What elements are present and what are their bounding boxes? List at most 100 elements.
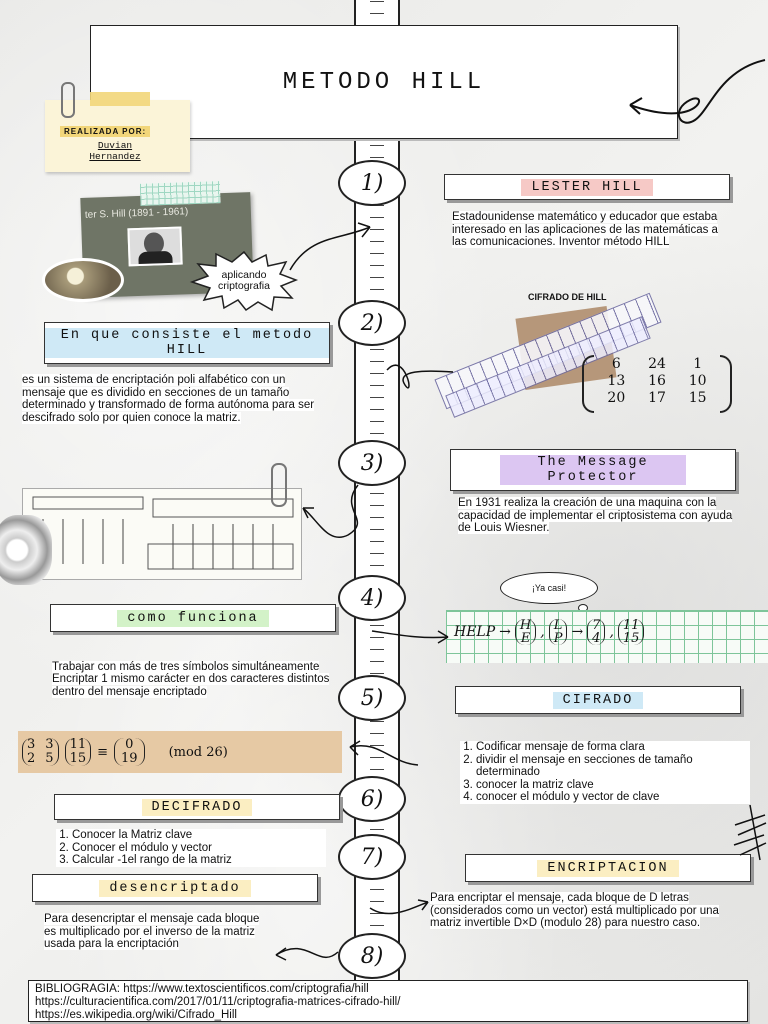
section-heading: LESTER HILL — [521, 178, 653, 196]
s6-list: Conocer la Matriz clave Conocer el módul… — [56, 829, 326, 867]
section-cifrado: CIFRADO — [455, 686, 741, 714]
s1-paragraph: Estadounidense matemático y educador que… — [452, 211, 718, 248]
step-number-6: 6) — [338, 776, 406, 822]
s5-list: Codificar mensaje de forma clara dividir… — [460, 741, 750, 804]
section-como-funciona: como funciona — [50, 604, 336, 632]
matrix-cell: 17 — [648, 390, 666, 406]
grid-tape — [139, 181, 221, 206]
arrow-to-encriptacion — [369, 899, 429, 915]
section-encriptacion: ENCRIPTACION — [465, 854, 751, 882]
arrow-to-bubble — [289, 222, 371, 271]
step-number-5: 5) — [338, 675, 406, 721]
section-desencriptado: desencriptado — [32, 874, 318, 902]
paperclip-icon — [61, 82, 75, 118]
section-heading: En que consiste el metodo HILL — [45, 328, 329, 358]
scribble-decoration — [733, 804, 767, 861]
matrix-cell: 6 — [611, 356, 621, 372]
curl-arrow-title — [629, 59, 766, 124]
key-matrix: 6 24 1 13 16 10 20 17 15 — [582, 355, 732, 413]
thought-text: ¡Ya casi! — [531, 583, 567, 593]
s7-paragraph: Para encriptar el mensaje, cada bloque d… — [430, 892, 719, 929]
matrix-cell: 15 — [688, 390, 707, 406]
bibliography-box: BIBLIOGRAGIA: https://www.textoscientifi… — [28, 980, 748, 1022]
matrix-cell: 24 — [648, 356, 666, 372]
matrix-cell: 10 — [688, 373, 707, 389]
matrix-cell: 16 — [648, 373, 666, 389]
matrix-cell: 1 — [693, 356, 703, 372]
biblio-line: https://es.wikipedia.org/wiki/Cifrado_Hi… — [35, 1009, 237, 1021]
section-decifrado: DECIFRADO — [54, 794, 340, 820]
s1-text: Estadounidense matemático y educador que… — [452, 211, 722, 249]
flower-image — [42, 258, 124, 302]
arrow-to-desencriptado — [275, 947, 339, 961]
squiggle-connector — [386, 364, 454, 389]
title-box: METODO HILL — [90, 25, 678, 139]
list-item: Conocer la Matriz clave — [72, 829, 326, 842]
arrow-from-list — [349, 740, 419, 766]
step-number-1: 1) — [338, 160, 406, 206]
section-message-protector: The Message Protector — [450, 449, 736, 491]
step-number-7: 7) — [338, 834, 406, 880]
section-heading: DECIFRADO — [141, 798, 253, 816]
help-word: HELP — [454, 624, 496, 640]
biblio-line: BIBLIOGRAGIA: https://www.textoscientifi… — [35, 983, 369, 995]
step-number-4: 4) — [338, 575, 406, 621]
tape — [90, 92, 150, 106]
s8-paragraph: Para desencriptar el mensaje cada bloque… — [44, 913, 260, 950]
list-item: dividir el mensaje en secciones de tamañ… — [476, 754, 750, 779]
biblio-line: https://culturacientifica.com/2017/01/11… — [35, 996, 401, 1008]
matrix-cell: 20 — [607, 390, 626, 406]
list-item: conocer la matriz clave — [476, 779, 750, 792]
step-number-3: 3) — [338, 440, 406, 486]
section-lester-hill: LESTER HILL — [444, 174, 730, 200]
s7-text: Para encriptar el mensaje, cada bloque d… — [430, 892, 750, 930]
photo-caption: ter S. Hill (1891 - 1961) — [84, 206, 189, 221]
author-note: REALIZADA POR: Duvian Hernandez — [45, 82, 190, 172]
paperclip-icon — [271, 463, 287, 507]
bubble-text: aplicando criptografia — [218, 269, 270, 292]
section-heading: ENCRIPTACION — [537, 859, 679, 877]
page-title: METODO HILL — [282, 68, 486, 96]
section-heading: como funciona — [117, 609, 269, 627]
matrix-cell: 13 — [607, 373, 626, 389]
arrow-to-machine — [302, 484, 359, 538]
s2-paragraph: es un sistema de encriptación poli alfab… — [22, 374, 315, 424]
matrix-cells: 6 24 1 13 16 10 20 17 15 — [596, 357, 718, 406]
machine-sketch-image — [22, 463, 302, 580]
section-heading: desencriptado — [99, 879, 251, 897]
list-item: Codificar mensaje de forma clara — [476, 741, 750, 754]
starburst-bubble — [189, 250, 299, 312]
mod-label: (mod 26) — [168, 744, 228, 760]
s3-paragraph: En 1931 realiza la creación de una maqui… — [458, 497, 733, 534]
s8-text: Para desencriptar el mensaje cada bloque… — [44, 913, 274, 951]
section-heading: CIFRADO — [552, 691, 644, 709]
s3-text: En 1931 realiza la creación de una maqui… — [458, 497, 738, 535]
section-consiste: En que consiste el metodo HILL — [44, 322, 330, 364]
thought-bubble: ¡Ya casi! — [500, 572, 598, 604]
author-label: REALIZADA POR: — [60, 126, 151, 137]
list-item: conocer el módulo y vector de clave — [476, 791, 750, 804]
step-number-8: 8) — [338, 933, 406, 979]
section-heading: The Message Protector — [500, 455, 686, 485]
portrait-image — [127, 226, 183, 267]
s2-text: es un sistema de encriptación poli alfab… — [22, 374, 332, 424]
s4-paragraph: Trabajar con más de tres símbolos simult… — [52, 660, 330, 698]
s4-text: Trabajar con más de tres símbolos simult… — [52, 648, 332, 698]
step-number-2: 2) — [338, 300, 406, 346]
crumpled-paper-image — [0, 515, 52, 585]
list-item: Conocer el módulo y vector — [72, 842, 326, 855]
author-name: Duvian Hernandez — [89, 140, 141, 162]
cifrado-label: CIFRADO DE HILL — [528, 292, 607, 302]
list-item: Calcular -1el rango de la matriz — [72, 854, 326, 867]
arrow-to-help — [371, 630, 449, 644]
